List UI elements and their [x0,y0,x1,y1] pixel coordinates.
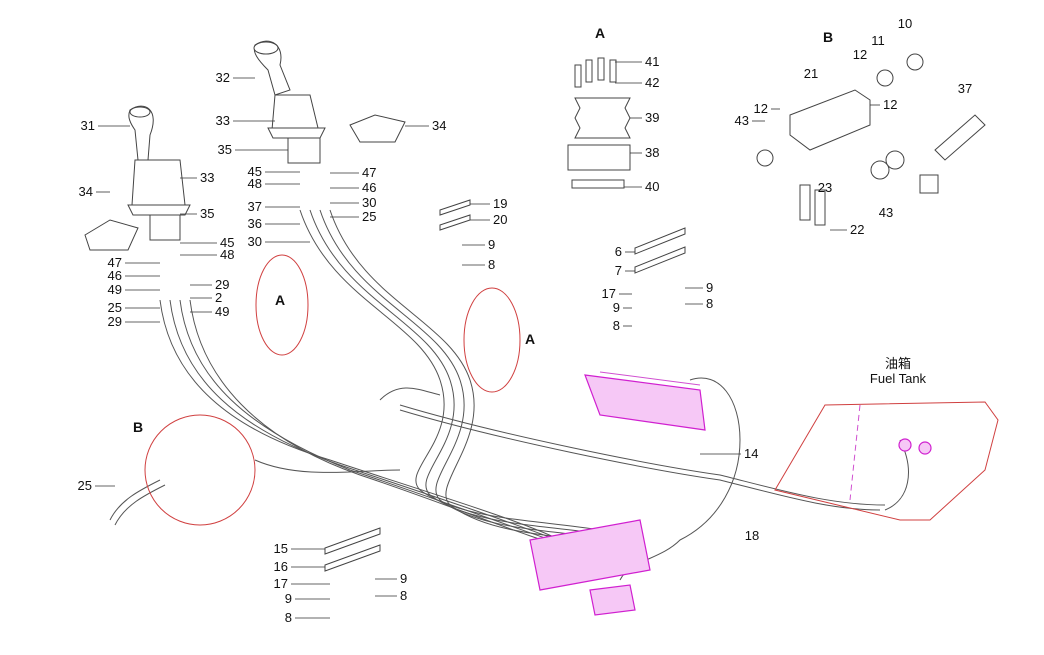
callout-6: 6 [615,244,622,259]
callout-25: 25 [362,209,376,224]
callout-32: 32 [216,70,230,85]
callout-9: 9 [400,571,407,586]
callout-7: 7 [615,263,622,278]
callout-9: 9 [706,280,713,295]
callout-17: 17 [602,286,616,301]
callout-39: 39 [645,110,659,125]
callout-9: 9 [613,300,620,315]
detail-circle-a-mid [463,287,521,393]
left-joystick [84,105,191,251]
detail-b-manifold [756,53,986,226]
callout-15: 15 [274,541,288,556]
section-label-detail-a-mid: A [525,331,535,347]
callout-29: 29 [108,314,122,329]
callout-29: 29 [215,277,229,292]
callout-9: 9 [285,591,292,606]
callout-2: 2 [215,290,222,305]
callout-18: 18 [745,528,759,543]
callout-34: 34 [79,184,93,199]
fuel-tank [774,401,999,521]
callout-31: 31 [81,118,95,133]
brackets [324,199,686,572]
callout-20: 20 [493,212,507,227]
callout-45: 45 [248,164,262,179]
callout-33: 33 [200,170,214,185]
callout-43: 43 [735,113,749,128]
callout-46: 46 [108,268,122,283]
callout-16: 16 [274,559,288,574]
callout-49: 49 [215,304,229,319]
callout-49: 49 [108,282,122,297]
callout-48: 48 [220,247,234,262]
callout-36: 36 [248,216,262,231]
callout-38: 38 [645,145,659,160]
callout-45: 45 [220,235,234,250]
callout-25: 25 [78,478,92,493]
callout-37: 37 [248,199,262,214]
control-valve-lower [529,519,651,616]
fuel-tank-label-chinese: 油箱 [885,356,911,371]
callout-19: 19 [493,196,507,211]
callout-35: 35 [218,142,232,157]
callout-35: 35 [200,206,214,221]
hose-bundle [109,209,909,581]
callout-47: 47 [108,255,122,270]
section-label-detail-b-left: B [133,419,143,435]
control-valve-upper [584,371,706,431]
callout-12: 12 [853,47,867,62]
callout-41: 41 [645,54,659,69]
fuel-tank-label: Fuel Tank [870,371,927,386]
detail-a-bellows [567,57,631,189]
callout-8: 8 [488,257,495,272]
callout-21: 21 [804,66,818,81]
callout-37: 37 [958,81,972,96]
callout-33: 33 [216,113,230,128]
right-joystick [253,40,406,164]
callout-17: 17 [274,576,288,591]
detail-circle-a-left [255,254,309,356]
callout-8: 8 [613,318,620,333]
callout-40: 40 [645,179,659,194]
callout-46: 46 [362,180,376,195]
callout-47: 47 [362,165,376,180]
callout-43: 43 [879,205,893,220]
callout-12: 12 [754,101,768,116]
callout-9: 9 [488,237,495,252]
callout-10: 10 [898,16,912,31]
callout-12: 12 [883,97,897,112]
callout-30: 30 [248,234,262,249]
callout-8: 8 [285,610,292,625]
callout-25: 25 [108,300,122,315]
section-label-detail-a-left: A [275,292,285,308]
section-label-detail-b-top: B [823,29,833,45]
callout-48: 48 [248,176,262,191]
callout-14: 14 [744,446,758,461]
callout-34: 34 [432,118,446,133]
detail-circle-b-left [144,414,256,526]
callout-42: 42 [645,75,659,90]
section-label-detail-a-top: A [595,25,605,41]
callout-23: 23 [818,180,832,195]
callout-30: 30 [362,195,376,210]
callout-8: 8 [400,588,407,603]
callout-11: 11 [871,33,885,48]
callout-22: 22 [850,222,864,237]
callout-8: 8 [706,296,713,311]
